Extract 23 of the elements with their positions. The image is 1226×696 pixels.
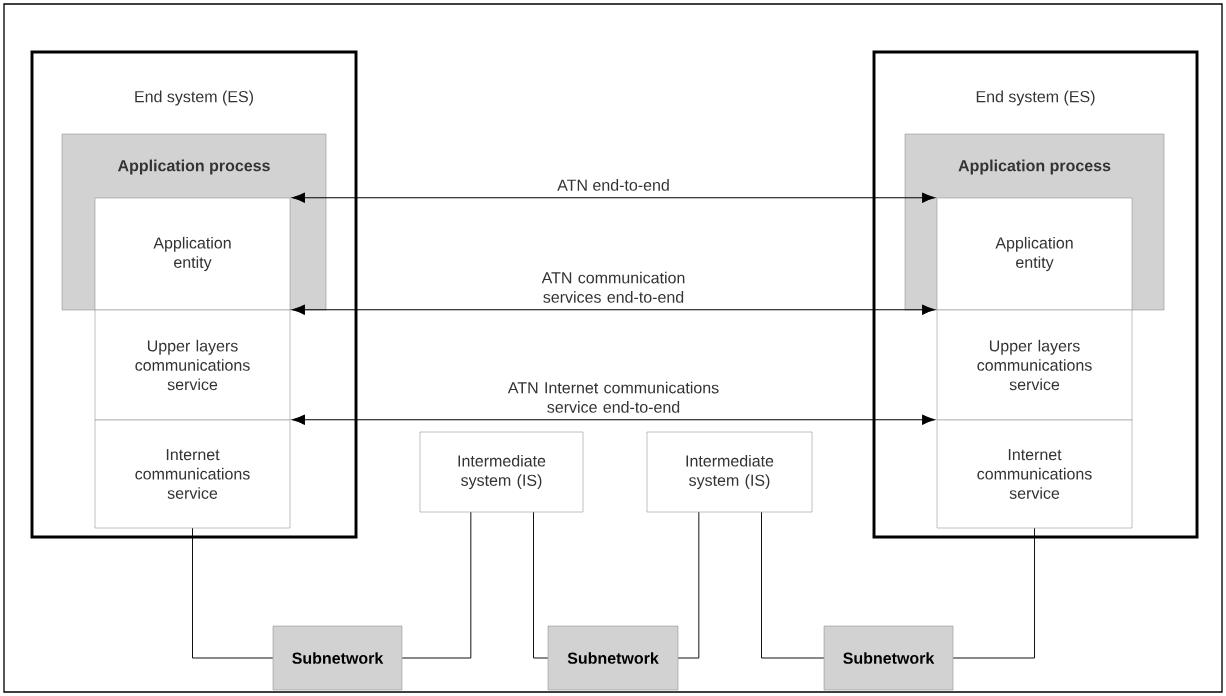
layer-box: Upper layers communications service (94, 309, 291, 421)
subnetwork-box: Subnetwork (547, 625, 679, 691)
connector-line (677, 511, 700, 659)
connector-line (401, 511, 472, 659)
layer-box: Application entity (94, 197, 291, 311)
subnetwork-box: Subnetwork (272, 625, 403, 691)
arrow (292, 192, 936, 203)
edge-label: ATN communication services end-to-end (541, 271, 685, 303)
connector-line (192, 527, 274, 659)
connector-line (533, 511, 549, 659)
layer-box: Internet communications service (936, 419, 1133, 529)
intermediate-system-box: Intermediate system (IS) (419, 431, 584, 513)
connector-line (952, 527, 1035, 659)
layer-box: Internet communications service (94, 419, 291, 529)
connector-line (761, 511, 825, 659)
subnetwork-box: Subnetwork (823, 625, 954, 691)
edge-label: ATN Internet communications service end-to-end (507, 381, 719, 413)
layer-box: Application entity (936, 197, 1133, 311)
edge-label: ATN end-to-end (557, 179, 669, 191)
intermediate-system-box: Intermediate system (IS) (646, 431, 813, 513)
arrow (292, 414, 936, 425)
layer-box: Upper layers communications service (936, 309, 1133, 421)
arrow (292, 304, 936, 315)
